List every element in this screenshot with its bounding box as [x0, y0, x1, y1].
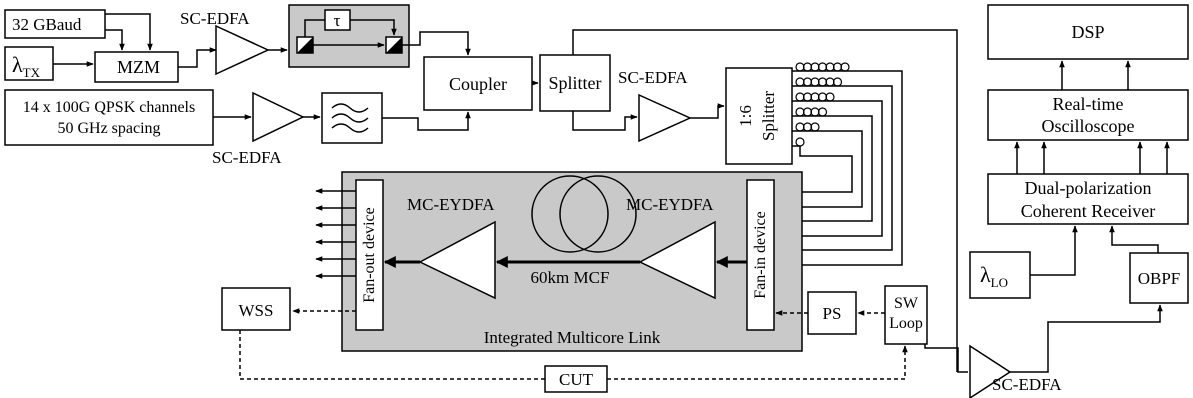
qpsk-channels-label: 14 x 100G QPSK channels [23, 99, 195, 116]
splitter-label: Splitter [549, 73, 602, 93]
splitter-box [539, 54, 611, 112]
fiber-coil-loop [810, 92, 820, 102]
fiber-coil-loop [795, 107, 805, 117]
fiber-coil-loop [802, 62, 813, 72]
oscilloscope-label-1: Real-time [1053, 94, 1124, 114]
dsp-label: DSP [1071, 22, 1104, 42]
fiber-coil-loop [810, 107, 820, 117]
fiber-coil-loop [810, 62, 820, 72]
mc-eydfa-amplifier-left [418, 220, 496, 300]
fiber-coil-loop [802, 77, 813, 87]
cut-label: CUT [559, 370, 594, 389]
mc-eydfa-amplifier-right [638, 220, 716, 300]
fiber-coil-loop [840, 62, 850, 72]
fiber-coil-loop [817, 92, 828, 102]
fan-in-label: Fan-in device [752, 211, 769, 299]
fiber-coil-loop [810, 77, 820, 87]
fiber-coil-loop [802, 107, 813, 117]
ps-box [807, 291, 857, 335]
obpf-label: OBPF [1138, 269, 1181, 288]
sc-edfa-amplifier-4 [969, 344, 1012, 398]
sc-edfa-label-3: SC-EDFA [618, 68, 688, 87]
fan-in-device-box [746, 179, 775, 331]
fiber-coil-loop [795, 62, 805, 72]
wss-label: WSS [239, 301, 274, 320]
coherent-receiver-label-1: Dual-polarization [1025, 178, 1152, 198]
coherent-receiver-box [987, 173, 1189, 225]
fiber-coil-loop [832, 77, 843, 87]
dsp-box [987, 4, 1189, 60]
fiber-coil-loop [825, 92, 835, 102]
integrated-link-label: Integrated Multicore Link [484, 328, 661, 347]
fiber-coil-loop [795, 137, 805, 147]
fiber-coil-loop [817, 77, 828, 87]
sw-loop-box [884, 285, 928, 345]
lambda-tx-symbol: λTX [12, 52, 41, 80]
baud-rate-box [4, 9, 106, 39]
coupler-label: Coupler [449, 74, 507, 94]
fiber-coil-loop [825, 62, 835, 72]
splitter-ratio-label: 1:6 [736, 105, 755, 127]
sc-edfa-amplifier-1 [215, 24, 270, 76]
fiber-spool-left [531, 175, 609, 253]
fiber-coil-loop [802, 92, 813, 102]
mc-eydfa-label-right: MC-EYDFA [626, 195, 714, 214]
lambda-lo-symbol: λLO [980, 262, 1008, 290]
fiber-coil-loop [832, 62, 843, 72]
tau-label: τ [334, 11, 341, 30]
sc-edfa-label-4: SC-EDFA [992, 375, 1062, 394]
fan-out-device-box [355, 179, 384, 331]
sc-edfa-label-1: SC-EDFA [180, 9, 250, 28]
oscilloscope-box [987, 89, 1189, 141]
sc-edfa-label-2: SC-EDFA [212, 148, 282, 167]
sc-edfa-amplifier-2 [252, 91, 305, 143]
mc-eydfa-label-left: MC-EYDFA [407, 195, 495, 214]
fiber-coil-loop [817, 62, 828, 72]
fiber-coil-loop [802, 122, 813, 132]
fiber-spool-right [559, 175, 637, 253]
splitter-1-6-label: Splitter [759, 91, 778, 141]
oscilloscope-label-2: Oscilloscope [1042, 116, 1135, 136]
ps-label: PS [823, 304, 842, 323]
fiber-coil-loop [795, 77, 805, 87]
sc-edfa-amplifier-3 [638, 93, 692, 143]
fiber-coil-loop [795, 122, 805, 132]
coherent-receiver-label-2: Coherent Receiver [1021, 201, 1155, 221]
optical-filter-box [321, 92, 383, 144]
wss-box [221, 287, 291, 331]
obpf-box [1129, 252, 1189, 304]
baud-rate-label: 32 GBaud [12, 15, 82, 34]
mcf-label: 60km MCF [531, 268, 610, 287]
mzm-label: MZM [117, 57, 160, 77]
fiber-coil-loop [825, 77, 835, 87]
tau-delay-box [324, 9, 351, 31]
fiber-coil-loop [810, 122, 820, 132]
channel-spacing-label: 50 GHz spacing [57, 120, 160, 137]
fiber-coil-loop [817, 107, 828, 117]
fiber-coil-group [795, 62, 850, 147]
sw-loop-label-2: Loop [889, 315, 923, 332]
fiber-coil-loop [795, 92, 805, 102]
fan-out-label: Fan-out device [361, 207, 378, 303]
sw-loop-label-1: SW [894, 295, 919, 312]
